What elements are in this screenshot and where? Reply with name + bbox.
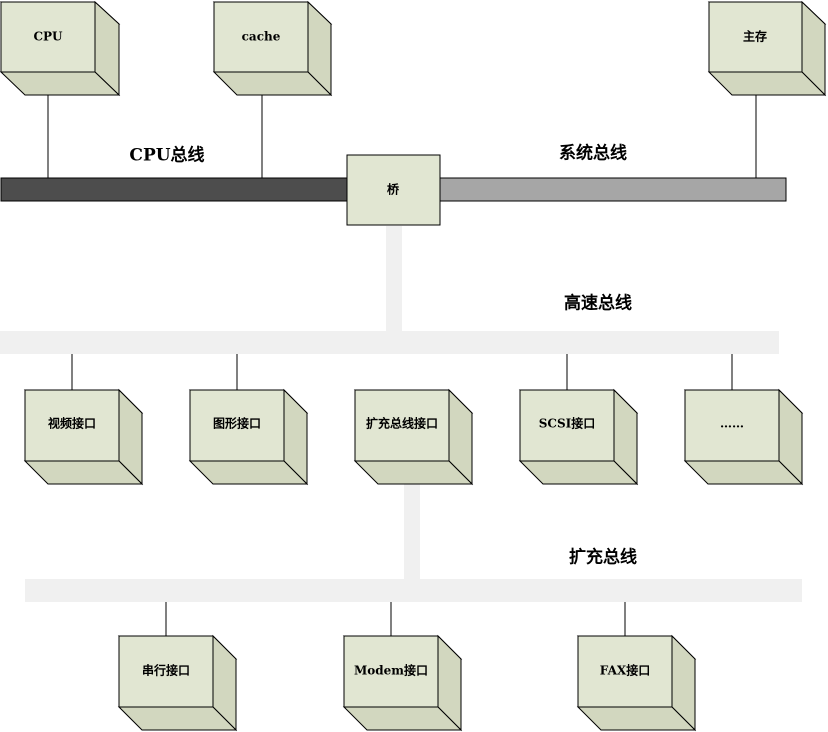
high-speed-bus [0,331,779,354]
video-interface-label: 视频接口 [48,416,96,431]
expansion-bus-label: 扩充总线 [569,547,637,568]
video-interface-box: 视频接口 [23,388,144,486]
cpu-label: CPU [33,30,63,44]
cache-box: cache [212,0,333,97]
cpu-bus [0,177,348,202]
expansion-bus-interface-box: 扩充总线接口 [353,388,474,486]
main-memory-label: 主存 [743,29,767,44]
system-bus-label: 系统总线 [559,143,627,164]
serial-interface-box: 串行接口 [117,634,238,732]
main-memory-box: 主存 [707,0,827,97]
fax-interface-label: FAX接口 [600,663,650,678]
system-bus [439,177,787,202]
cache-label: cache [242,30,281,44]
ellipsis-interface-label: …… [720,417,744,431]
bridge-to-high-speed-bus-connector [386,226,402,354]
modem-interface-box: Modem接口 [342,634,463,732]
scsi-interface-label: SCSI接口 [539,416,596,431]
expansion-bus-interface-label: 扩充总线接口 [366,416,438,431]
bridge-box: 桥 [346,154,441,226]
fax-interface-box: FAX接口 [576,634,697,732]
cpu-bus-label: CPU总线 [129,145,204,166]
bridge-label: 桥 [387,182,400,197]
expansion-interface-to-expansion-bus-connector [404,480,420,580]
modem-interface-label: Modem接口 [354,663,428,678]
ellipsis-interface-box: …… [683,388,804,486]
scsi-interface-box: SCSI接口 [518,388,639,486]
cpu-box: CPU [0,0,121,97]
graphics-interface-label: 图形接口 [213,416,261,431]
high-speed-bus-label: 高速总线 [564,293,632,314]
serial-interface-label: 串行接口 [142,663,190,678]
expansion-bus [25,579,802,602]
graphics-interface-box: 图形接口 [188,388,309,486]
